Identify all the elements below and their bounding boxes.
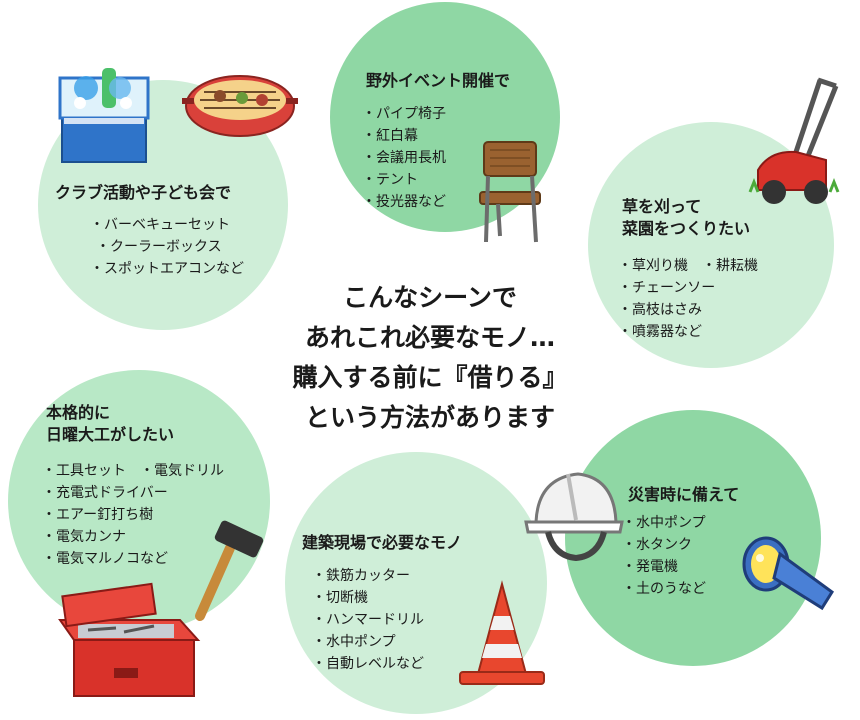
- list-item: ・パイプ椅子: [362, 106, 446, 122]
- list-item: ・切断機: [312, 590, 368, 606]
- list-item: ・投光器など: [362, 194, 446, 210]
- list-item: ・草刈り機 ・耕耘機: [618, 258, 758, 274]
- list-item: ・電気カンナ: [42, 529, 126, 545]
- list-item: ・ハンマードリル: [312, 612, 424, 628]
- list-item: ・土のうなど: [622, 581, 706, 597]
- list-item: ・充電式ドライバー: [42, 485, 168, 501]
- list-item: ・テント: [362, 172, 418, 188]
- list-item: ・水タンク: [622, 537, 692, 553]
- club-title: クラブ活動や子ども会で: [55, 182, 231, 204]
- hammer-icon: [195, 520, 264, 621]
- club-title-line: クラブ活動や子ども会で: [55, 183, 232, 202]
- disaster-list: ・水中ポンプ ・水タンク ・発電機 ・土のうなど: [622, 512, 706, 600]
- garden-title: 草を刈って 菜園をつくりたい: [622, 196, 750, 240]
- toolbox-icon: [58, 582, 201, 697]
- list-item: ・会議用長机: [362, 150, 446, 166]
- list-item: ・発電機: [622, 559, 678, 575]
- lawn-mower-icon: [748, 77, 840, 204]
- hard-hat-icon: [524, 472, 624, 562]
- chair-icon: [479, 141, 541, 243]
- construction-title-line: 建築現場で必要なモノ: [302, 533, 463, 552]
- center-line: こんなシーンで: [343, 283, 517, 312]
- list-item: ・バーベキューセット: [90, 217, 230, 233]
- diy-title-line: 日曜大工がしたい: [46, 425, 175, 444]
- list-item: ・エアー釘打ち樹: [42, 507, 154, 523]
- list-item: ・鉄筋カッター: [312, 568, 410, 584]
- diy-title: 本格的に 日曜大工がしたい: [46, 402, 174, 446]
- list-item: ・噴霧器など: [618, 324, 702, 340]
- list-item: ・工具セット ・電気ドリル: [42, 463, 224, 479]
- outdoor-title: 野外イベント開催で: [366, 70, 510, 92]
- list-item: ・チェーンソー: [618, 280, 716, 296]
- list-item: ・水中ポンプ: [312, 634, 396, 650]
- construction-title: 建築現場で必要なモノ: [302, 532, 462, 554]
- traffic-cone-icon: [459, 580, 545, 685]
- cooler-box-icon: [58, 68, 150, 163]
- disaster-title: 災害時に備えて: [628, 484, 739, 506]
- club-list: ・バーベキューセット ・クーラーボックス ・スポットエアコンなど: [90, 214, 244, 280]
- list-item: ・クーラーボックス: [96, 239, 222, 255]
- list-item: ・紅白幕: [362, 128, 418, 144]
- outdoor-title-line: 野外イベント開催で: [366, 71, 511, 90]
- list-item: ・水中ポンプ: [622, 515, 706, 531]
- center-line: あれこれ必要なモノ…: [304, 323, 555, 352]
- list-item: ・スポットエアコンなど: [90, 261, 244, 277]
- flashlight-icon: [742, 536, 835, 611]
- garden-list: ・草刈り機 ・耕耘機 ・チェーンソー ・高枝はさみ ・噴霧器など: [618, 255, 758, 343]
- list-item: ・高枝はさみ: [618, 302, 702, 318]
- disaster-bubble: [565, 410, 821, 666]
- outdoor-list: ・パイプ椅子 ・紅白幕 ・会議用長机 ・テント ・投光器など: [362, 103, 446, 213]
- disaster-title-line: 災害時に備えて: [628, 485, 740, 504]
- construction-list: ・鉄筋カッター ・切断機 ・ハンマードリル ・水中ポンプ ・自動レベルなど: [312, 565, 424, 675]
- list-item: ・自動レベルなど: [312, 656, 424, 672]
- garden-title-line: 草を刈って: [622, 197, 702, 216]
- center-line: 購入する前に『借りる』: [292, 363, 568, 392]
- center-line: という方法があります: [304, 403, 555, 432]
- diy-title-line: 本格的に: [46, 403, 111, 422]
- bbq-grill-icon: [182, 75, 298, 137]
- center-message: こんなシーンで あれこれ必要なモノ… 購入する前に『借りる』 という方法がありま…: [250, 278, 610, 438]
- garden-title-line: 菜園をつくりたい: [622, 219, 751, 238]
- list-item: ・電気マルノコなど: [42, 551, 168, 567]
- diy-list: ・工具セット ・電気ドリル ・充電式ドライバー ・エアー釘打ち樹 ・電気カンナ …: [42, 460, 224, 570]
